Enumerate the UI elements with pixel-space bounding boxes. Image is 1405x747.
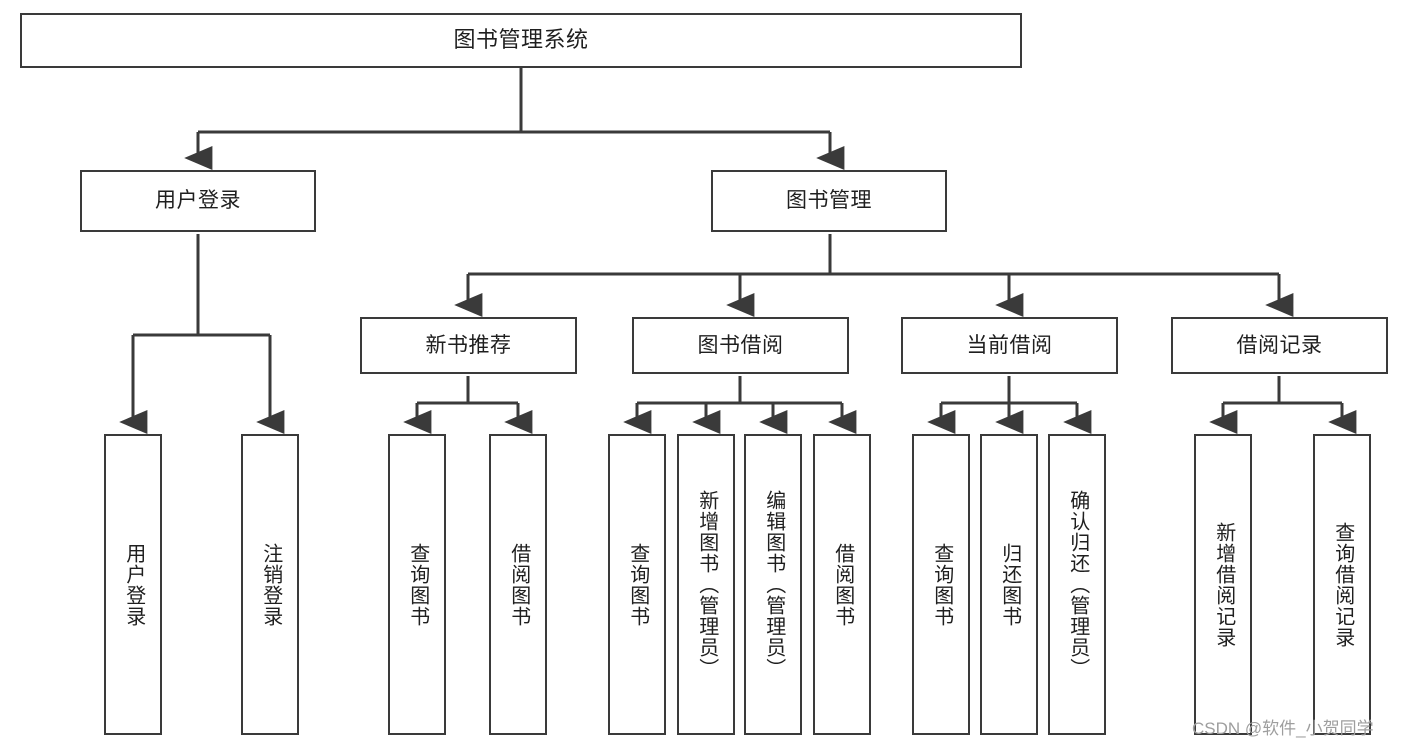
leaf-borrow-book[interactable]: 借阅图书: [813, 434, 871, 735]
leaf-add-borrow-record-label: 新增借阅记录: [1212, 521, 1235, 648]
node-user-login[interactable]: 用户登录: [80, 170, 316, 232]
leaf-return-book-label: 归还图书: [998, 542, 1021, 627]
node-root[interactable]: 图书管理系统: [20, 13, 1022, 68]
leaf-confirm-return-admin-label: 确认归还（管理员）: [1066, 490, 1089, 679]
node-book-manage-label: 图书管理: [786, 189, 872, 213]
leaf-add-book-admin[interactable]: 新增图书（管理员）: [677, 434, 735, 735]
leaf-edit-book-admin[interactable]: 编辑图书（管理员）: [744, 434, 802, 735]
node-book-borrow[interactable]: 图书借阅: [632, 317, 849, 374]
leaf-query-book-recommend[interactable]: 查询图书: [388, 434, 446, 735]
leaf-user-login[interactable]: 用户登录: [104, 434, 162, 735]
node-current-borrow[interactable]: 当前借阅: [901, 317, 1118, 374]
leaf-logout-label: 注销登录: [259, 542, 282, 627]
leaf-borrow-book-label: 借阅图书: [831, 542, 854, 627]
leaf-query-book-borrow[interactable]: 查询图书: [608, 434, 666, 735]
node-current-borrow-label: 当前借阅: [966, 333, 1053, 357]
leaf-add-book-admin-label: 新增图书（管理员）: [695, 490, 718, 679]
leaf-borrow-book-recommend-label: 借阅图书: [507, 542, 530, 627]
leaf-query-borrow-record-label: 查询借阅记录: [1331, 521, 1354, 648]
leaf-query-book-borrow-label: 查询图书: [626, 542, 649, 627]
node-book-borrow-label: 图书借阅: [697, 333, 784, 357]
leaf-borrow-book-recommend[interactable]: 借阅图书: [489, 434, 547, 735]
leaf-user-login-label: 用户登录: [122, 542, 145, 627]
leaf-confirm-return-admin[interactable]: 确认归还（管理员）: [1048, 434, 1106, 735]
node-book-manage[interactable]: 图书管理: [711, 170, 947, 232]
node-new-book-recommend[interactable]: 新书推荐: [360, 317, 577, 374]
leaf-add-borrow-record[interactable]: 新增借阅记录: [1194, 434, 1252, 735]
node-user-login-label: 用户登录: [155, 189, 241, 213]
node-root-label: 图书管理系统: [453, 27, 589, 53]
node-borrow-record[interactable]: 借阅记录: [1171, 317, 1388, 374]
node-new-book-recommend-label: 新书推荐: [425, 333, 512, 357]
leaf-logout[interactable]: 注销登录: [241, 434, 299, 735]
leaf-return-book[interactable]: 归还图书: [980, 434, 1038, 735]
leaf-edit-book-admin-label: 编辑图书（管理员）: [762, 490, 785, 679]
node-borrow-record-label: 借阅记录: [1236, 333, 1323, 357]
leaf-query-borrow-record[interactable]: 查询借阅记录: [1313, 434, 1371, 735]
leaf-query-book-current[interactable]: 查询图书: [912, 434, 970, 735]
leaf-query-book-recommend-label: 查询图书: [406, 542, 429, 627]
watermark-text: CSDN @软件_小贺同学: [1192, 719, 1374, 738]
leaf-query-book-current-label: 查询图书: [930, 542, 953, 627]
